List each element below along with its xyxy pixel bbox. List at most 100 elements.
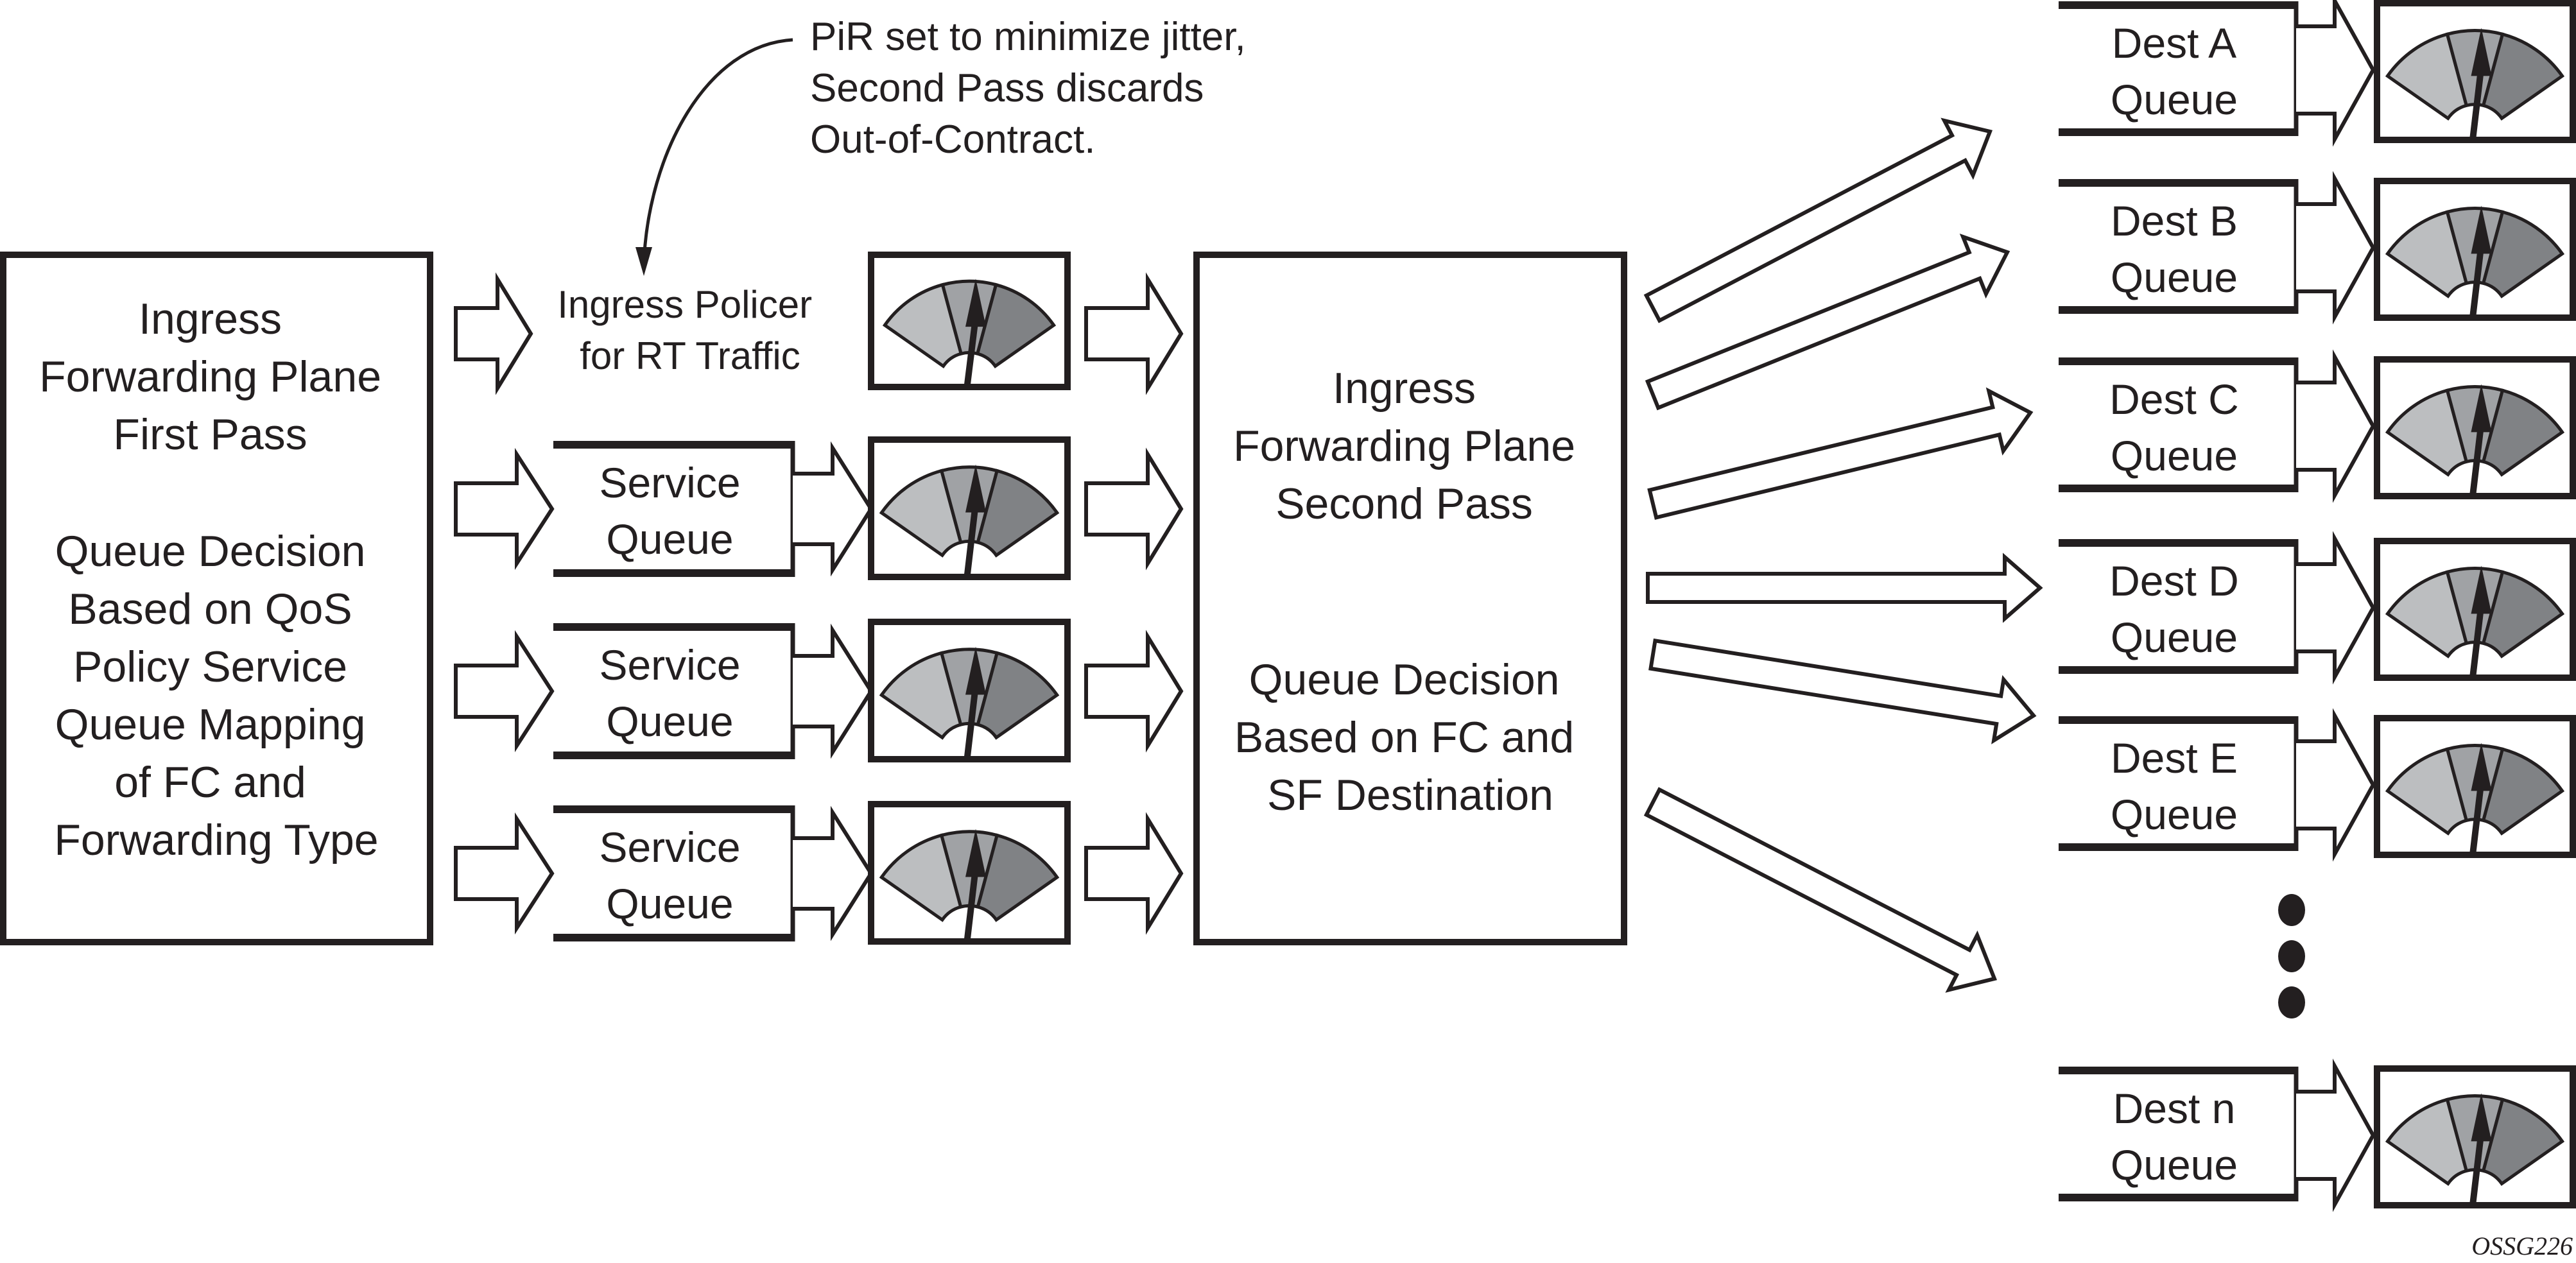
- rate-meter-gauge-icon: [2374, 715, 2576, 858]
- dest-queue-box: Dest B Queue: [2059, 179, 2299, 314]
- dest-queue-box: Dest A Queue: [2059, 1, 2299, 136]
- queue-label-line: Dest C: [2109, 375, 2239, 423]
- queue-label: Dest n Queue: [2111, 1085, 2238, 1189]
- annotation-line: Out-of-Contract.: [810, 117, 1095, 162]
- first-pass-box: Ingress Forwarding Plane First Pass Queu…: [0, 252, 433, 945]
- first-pass-line: Forwarding Plane: [39, 352, 381, 401]
- gauge-segment-high: [2481, 388, 2565, 477]
- rate-meter-gauge-icon: [868, 801, 1071, 945]
- rate-meter-gauge-icon: [2374, 0, 2576, 143]
- annotation-line: Second Pass discards: [810, 66, 1204, 110]
- gauge-segment-high: [2481, 570, 2565, 658]
- input-arrow-policer: [454, 272, 533, 395]
- second-pass-line: SF Destination: [1267, 771, 1553, 820]
- gauge-segment-low: [2385, 747, 2469, 836]
- policer-label: Ingress Policer for RT Traffic: [557, 283, 823, 377]
- queue-label-line: Queue: [2111, 1141, 2238, 1189]
- queue-label-line: Queue: [606, 880, 733, 927]
- annotation-callout-arrow: [642, 38, 793, 264]
- first-pass-line: Queue Decision: [55, 527, 366, 576]
- second-pass-line: Ingress: [1333, 364, 1476, 413]
- fan-arrow-shape: [1643, 117, 1993, 323]
- second-pass-label: Ingress Forwarding Plane Second Pass Que…: [1233, 364, 1587, 820]
- gauge-needle-tip: [2471, 743, 2492, 791]
- input-arrow-service-queue: [454, 630, 555, 753]
- queue-label-line: Service: [599, 459, 740, 506]
- gauge-segment-high: [2481, 1097, 2565, 1186]
- rate-meter-gauge-icon: [2374, 356, 2576, 499]
- first-pass-line: Policy Service: [73, 642, 347, 691]
- queue-label-line: Dest n: [2113, 1085, 2236, 1132]
- gauge-needle-tip: [2471, 384, 2492, 433]
- queue-label: Dest B Queue: [2111, 197, 2238, 301]
- gauge-needle: [964, 316, 979, 385]
- rate-meter-gauge-icon: [868, 436, 1071, 580]
- connector-dest-to-gauge: [2296, 0, 2376, 147]
- first-pass-label: Ingress Forwarding Plane First Pass Queu…: [39, 295, 393, 864]
- gauge-segment-high: [976, 468, 1060, 558]
- gauge-needle-tip: [2471, 565, 2492, 614]
- gauge-segment-low: [2385, 32, 2469, 121]
- second-pass-line: Second Pass: [1275, 479, 1533, 528]
- queue-label-line: Dest D: [2109, 557, 2239, 605]
- gauge-segment-high: [2481, 210, 2565, 298]
- fan-arrow: [1643, 787, 1998, 993]
- connector-dest-to-gauge: [2296, 708, 2376, 862]
- fan-arrow-shape: [1647, 387, 2034, 520]
- policer-line: for RT Traffic: [580, 334, 800, 377]
- figure-id: OSSG226: [2471, 1232, 2573, 1260]
- gauge-segment-low: [2385, 388, 2469, 477]
- fan-arrow-group: [1643, 117, 2043, 993]
- fan-arrow: [1646, 553, 2043, 623]
- second-pass-box: Ingress Forwarding Plane Second Pass Que…: [1193, 252, 1627, 945]
- fan-arrow: [1645, 233, 2010, 411]
- queue-label-line: Queue: [2111, 76, 2238, 123]
- gauge-needle-tip: [965, 646, 986, 695]
- queue-label-line: Dest A: [2112, 19, 2236, 67]
- gauge-segment-low: [882, 282, 964, 369]
- connector-dest-to-gauge: [2296, 171, 2376, 325]
- connector-service-to-gauge: [793, 623, 874, 759]
- input-arrow-service-queue: [454, 447, 555, 571]
- second-pass-line: Forwarding Plane: [1233, 422, 1575, 470]
- gauge-needle-tip: [2471, 28, 2492, 76]
- connector-dest-to-gauge: [2296, 1058, 2376, 1212]
- first-pass-line: Based on QoS: [68, 585, 352, 633]
- queue-label-line: Queue: [2111, 253, 2238, 301]
- connector-dest-to-gauge: [2296, 349, 2376, 503]
- input-arrow-service-queue: [454, 812, 555, 935]
- fan-arrow-shape: [1648, 638, 2037, 744]
- queue-label-line: Service: [599, 641, 740, 689]
- dest-queue-box: Dest n Queue: [2059, 1067, 2299, 1201]
- gauge-needle: [2469, 1131, 2485, 1203]
- fan-arrow-shape: [1645, 233, 2010, 411]
- gauge-segment-low: [2385, 1097, 2469, 1186]
- gauge-needle: [2469, 780, 2485, 853]
- output-arrow-policer: [1084, 272, 1184, 395]
- output-arrow-service-queue: [1084, 812, 1184, 935]
- annotation: PiR set to minimize jitter, Second Pass …: [635, 15, 1257, 276]
- first-pass-line: Queue Mapping: [55, 700, 366, 749]
- annotation-text: PiR set to minimize jitter, Second Pass …: [810, 15, 1257, 162]
- gauge-needle: [2469, 603, 2485, 676]
- gauge-needle: [2469, 243, 2485, 316]
- first-pass-line: of FC and: [114, 758, 306, 807]
- second-pass-line: Queue Decision: [1249, 655, 1560, 704]
- queue-label-line: Dest B: [2111, 197, 2238, 245]
- connector-service-to-gauge: [793, 805, 874, 941]
- left-flow-arrows: [454, 272, 1184, 941]
- gauge-segment-high: [976, 651, 1060, 740]
- output-arrow-service-queue: [1084, 630, 1184, 753]
- annotation-arrowhead-icon: [635, 247, 652, 276]
